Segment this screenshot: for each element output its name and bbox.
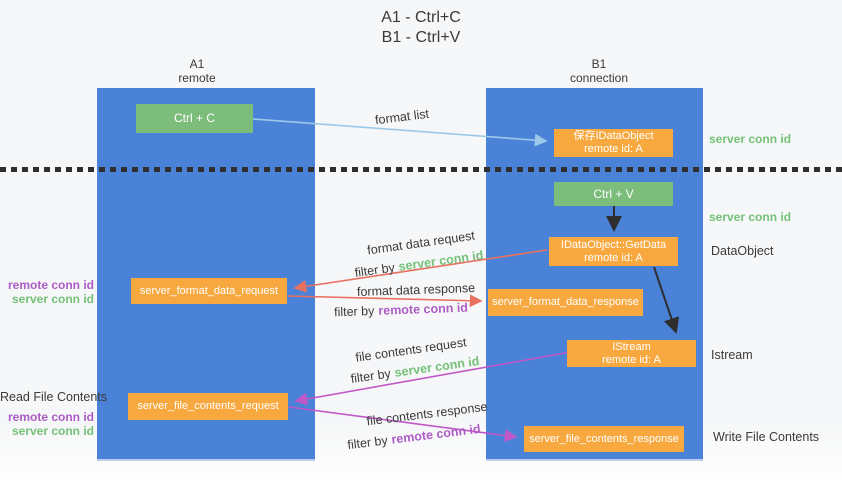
side-server-conn-id-left-top: server conn id <box>11 292 94 306</box>
arrow-file-contents-response <box>288 406 518 442</box>
arrow-file-contents-request <box>294 351 572 406</box>
column-b1-name: B1 <box>591 57 607 71</box>
node-server-file-contents-response: server_file_contents_response <box>524 426 684 452</box>
column-b1-role: connection <box>569 71 629 85</box>
side-server-conn-id-top: server conn id <box>709 132 792 146</box>
node-save-idataobject-line1: 保存IDataObject <box>573 130 654 142</box>
side-remote-conn-id-top: remote conn id <box>7 278 94 292</box>
column-header-a1: A1 remote <box>137 57 257 85</box>
node-ctrl-v: Ctrl + V <box>554 182 673 206</box>
node-file-response-label: server_file_contents_response <box>529 432 679 445</box>
side-remote-conn-id-bottom: remote conn id <box>7 410 94 424</box>
node-istream-line1: IStream <box>612 340 651 353</box>
column-a1-role: remote <box>178 71 216 85</box>
side-dataobject-label: DataObject <box>711 244 774 258</box>
side-conn-id-stack-top: remote conn id server conn id <box>0 278 94 306</box>
node-getdata-line2: remote id: A <box>584 251 643 264</box>
node-istream-line2: remote id: A <box>602 353 661 366</box>
node-ctrl-c: Ctrl + C <box>136 104 253 133</box>
node-format-response-label: server_format_data_response <box>492 296 639 308</box>
node-save-idataobject: 保存IDataObject remote id: A <box>554 129 673 157</box>
arrow-getdata-to-istream <box>653 266 680 334</box>
node-server-file-contents-request: server_file_contents_request <box>128 393 288 420</box>
node-getdata: IDataObject::GetData remote id: A <box>549 237 678 266</box>
diagram-title: A1 - Ctrl+C B1 - Ctrl+V <box>0 8 842 48</box>
side-istream-label: Istream <box>711 348 753 362</box>
arrow-format-data-request <box>293 249 548 293</box>
node-server-format-data-response: server_format_data_response <box>488 289 643 316</box>
node-server-format-data-request: server_format_data_request <box>131 278 287 304</box>
side-conn-id-stack-bottom: remote conn id server conn id <box>0 410 94 438</box>
side-server-conn-id-mid: server conn id <box>709 210 792 224</box>
node-format-request-label: server_format_data_request <box>139 284 279 297</box>
node-ctrl-c-label: Ctrl + C <box>173 111 215 125</box>
node-save-idataobject-line2: remote id: A <box>584 143 643 155</box>
title-line-a1: A1 - Ctrl+C <box>381 9 461 26</box>
side-server-conn-id-left-bottom: server conn id <box>11 424 94 438</box>
side-read-file-contents-label: Read File Contents <box>0 390 108 404</box>
title-line-b1: B1 - Ctrl+V <box>381 29 461 46</box>
side-write-file-contents-label: Write File Contents <box>713 430 820 444</box>
column-a1-name: A1 <box>189 57 205 71</box>
arrow-format-list <box>252 118 548 147</box>
column-header-b1: B1 connection <box>539 57 659 85</box>
node-istream: IStream remote id: A <box>567 340 696 367</box>
dotted-separator <box>0 167 842 172</box>
node-file-request-label: server_file_contents_request <box>137 400 279 412</box>
node-getdata-line1: IDataObject::GetData <box>560 238 667 251</box>
node-ctrl-v-label: Ctrl + V <box>593 186 634 201</box>
arrow-format-data-response <box>287 294 483 308</box>
